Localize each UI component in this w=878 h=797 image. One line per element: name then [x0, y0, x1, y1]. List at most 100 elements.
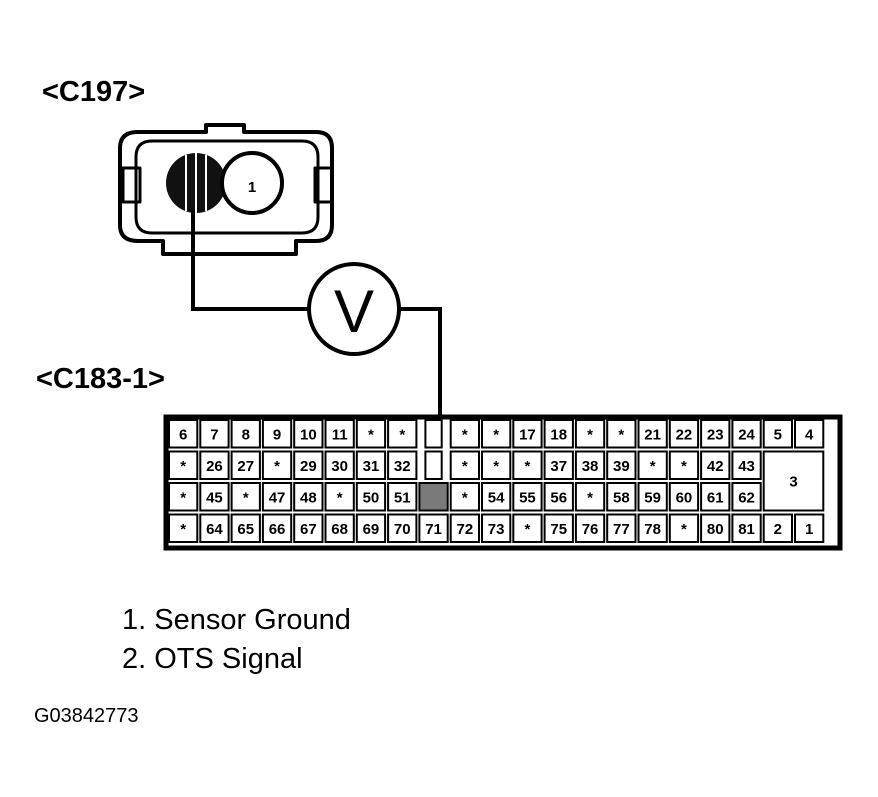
pin-cell-large	[762, 450, 825, 512]
pin-cell	[293, 482, 324, 512]
pin-cell	[449, 419, 481, 449]
pin-label: 5	[774, 426, 782, 443]
pin-cell	[324, 419, 355, 449]
pin-label: 27	[237, 458, 254, 475]
c197-housing-outer	[118, 123, 334, 256]
pin-unused-marker: *	[681, 521, 687, 538]
voltmeter-symbol: V	[334, 278, 374, 345]
figure-id: G03842773	[34, 705, 139, 727]
pin-unused-marker: *	[493, 426, 499, 443]
pin-cell	[449, 450, 481, 480]
pin-cell	[543, 482, 574, 512]
pin-cell	[606, 513, 637, 543]
probe-wires	[191, 210, 442, 418]
pin-unused-marker: *	[650, 458, 656, 475]
pin-cell	[762, 513, 794, 543]
pin-label: 11	[332, 426, 348, 443]
pin-cell	[512, 450, 543, 480]
pin-cell	[574, 450, 606, 480]
pin-label: 26	[206, 458, 223, 475]
pin-label: 42	[707, 458, 724, 475]
c197-latch-right	[313, 166, 334, 204]
pin-unused-marker: *	[462, 489, 468, 506]
pin-unused-marker: *	[525, 521, 531, 538]
pin-label: 4	[805, 426, 814, 443]
pin-cell	[574, 482, 606, 512]
pin-label: 22	[676, 426, 693, 443]
pin-cell	[762, 419, 794, 449]
pin-label: 6	[179, 426, 187, 443]
pin-cell	[230, 513, 261, 543]
pin-unused-marker: *	[462, 426, 468, 443]
pin-label: 3	[789, 474, 797, 491]
pin-cell	[731, 482, 762, 512]
pin-cell	[481, 482, 512, 512]
pin-label: 76	[582, 521, 599, 538]
pin-cell	[512, 419, 543, 449]
pin-unused-marker: *	[368, 426, 374, 443]
pin-label: 17	[519, 426, 536, 443]
pin-label: 45	[206, 489, 223, 506]
pin-unused-marker: *	[618, 426, 624, 443]
pin-cell	[168, 450, 199, 480]
pin-label: 29	[300, 458, 317, 475]
connector-c197	[118, 123, 334, 256]
pin-cell	[230, 450, 261, 480]
pin-unused-marker: *	[337, 489, 343, 506]
pin-label: 75	[550, 521, 567, 538]
pin-cell	[637, 450, 668, 480]
pin-label: 54	[488, 489, 505, 506]
pin-cell	[731, 450, 762, 480]
pin-label: 21	[644, 426, 661, 443]
pin-label: 39	[613, 458, 630, 475]
pin-label: 55	[519, 489, 536, 506]
c197-housing-inner	[134, 139, 320, 235]
pin-label: 58	[613, 489, 630, 506]
pin-cell	[700, 513, 731, 543]
pin-cell	[668, 482, 700, 512]
pin-unused-marker: *	[180, 521, 186, 538]
c197-pin-1: 1	[220, 151, 284, 215]
pin-label: 59	[644, 489, 661, 506]
pin-label: 50	[363, 489, 380, 506]
c197-pin-1-label: 1	[248, 179, 256, 196]
pin-label: 77	[613, 521, 630, 538]
pin-unused-marker: *	[399, 426, 405, 443]
pin-cell	[387, 482, 418, 512]
pin-cell	[324, 513, 355, 543]
pin-label: 62	[738, 489, 755, 506]
pin-label: 7	[210, 426, 218, 443]
pin-cell	[668, 450, 700, 480]
pin-cell	[387, 419, 418, 449]
pin-label: 24	[738, 426, 755, 443]
pin-unused-marker: *	[243, 489, 249, 506]
pin-cell	[574, 419, 606, 449]
pin-cell	[324, 482, 355, 512]
pin-cell	[512, 513, 543, 543]
pin-cell	[731, 419, 762, 449]
connector-c183-1-label: <C183-1>	[36, 363, 165, 395]
pin-cell	[606, 450, 637, 480]
pin-cell	[168, 513, 199, 543]
pin-label: 31	[363, 458, 380, 475]
c197-latch-left	[121, 166, 142, 204]
pin-cell	[355, 513, 387, 543]
pin-cell	[449, 482, 481, 512]
pin-cell	[637, 419, 668, 449]
pin-cell	[668, 513, 700, 543]
pin-cell	[168, 482, 199, 512]
pin-cavity-open	[424, 450, 443, 480]
pin-cell	[168, 419, 199, 449]
pin-label: 51	[394, 489, 411, 506]
pin-label: 72	[457, 521, 474, 538]
pin-cell	[387, 450, 418, 480]
pin-cell	[794, 419, 825, 449]
pin-unused-marker: *	[525, 458, 531, 475]
pin-label: 43	[738, 458, 755, 475]
pin-cell	[637, 513, 668, 543]
pin-label: 66	[269, 521, 286, 538]
pin-cell	[293, 450, 324, 480]
pin-label: 61	[707, 489, 724, 506]
